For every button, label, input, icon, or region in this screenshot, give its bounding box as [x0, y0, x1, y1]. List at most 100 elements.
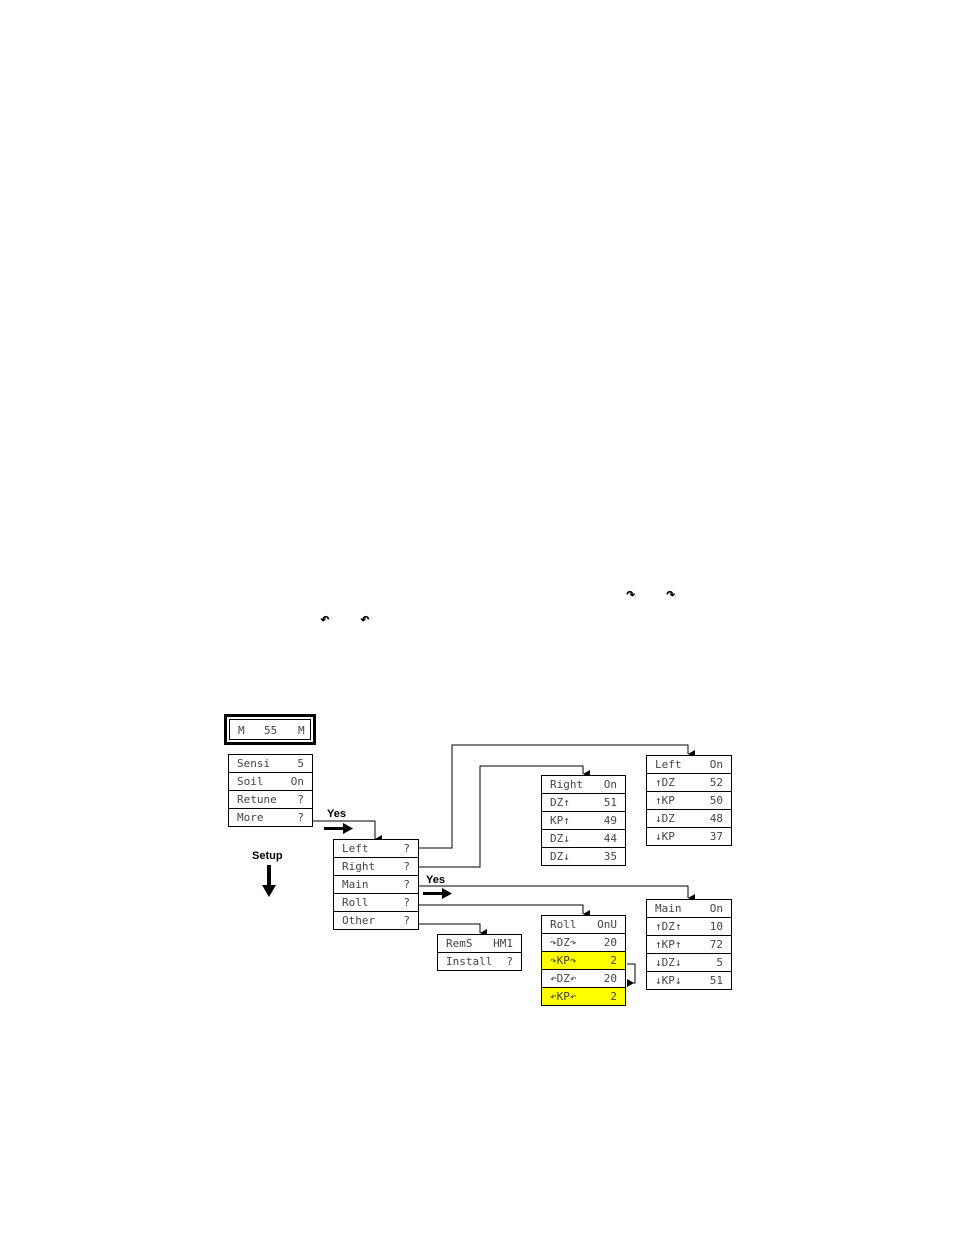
menu-row-value: ?	[403, 878, 410, 891]
menu-row-label: Main	[342, 878, 369, 891]
menu-row-label: ↑KP	[655, 794, 675, 807]
link-other	[419, 924, 480, 933]
menu-row-value: 49	[604, 814, 617, 827]
yes-arrow-2	[423, 888, 452, 899]
menu-row-value: OnU	[597, 918, 617, 931]
menu-row-label: RemS	[446, 937, 473, 950]
menu-row-label: ↑DZ	[655, 776, 675, 789]
menu-row-value: 50	[710, 794, 723, 807]
menu-row-label: Right	[342, 860, 375, 873]
menu-row-label: Right	[550, 778, 583, 791]
menu-row: ↷KP↷ 2	[541, 951, 626, 970]
menu-row-label: DZ↑	[550, 796, 570, 809]
menu-row-value: 51	[604, 796, 617, 809]
menu-row-value: ?	[506, 955, 513, 968]
menu-row-value: ?	[297, 793, 304, 806]
menu-row: Right On	[541, 775, 626, 794]
menu-row: ↷DZ↷20	[541, 933, 626, 952]
menu-row-value: 20	[604, 972, 617, 985]
yes-arrow-1	[324, 823, 353, 834]
menu-row-value: 5	[297, 757, 304, 770]
menu-row-label: Sensi	[237, 757, 270, 770]
menu-row: ↓KP 37	[646, 827, 732, 846]
menu-row-label: KP↑	[550, 814, 570, 827]
yes-label: Yes	[426, 874, 445, 886]
menu-row-value: 37	[710, 830, 723, 843]
menu-row-value: On	[604, 778, 617, 791]
main-menu: Sensi5SoilOnRetune?More?	[228, 754, 313, 827]
right-menu: Right OnDZ↑ 51KP↑ 49DZ↓44DZ↓ 35	[541, 775, 626, 866]
menu-row: Left?	[333, 839, 419, 858]
menu-row: Roll OnU	[541, 915, 626, 934]
menu-row-label: ↷KP↷	[550, 954, 577, 967]
menu-row: ↓DZ↓ 5	[646, 953, 732, 972]
setup-arrow	[262, 865, 276, 897]
menu-row-value: 2	[610, 990, 617, 1003]
menu-row: ↑KP 50	[646, 791, 732, 810]
menu-row-label: ↶KP↶	[550, 990, 577, 1003]
menu-row-value: 72	[710, 938, 723, 951]
menu-row-value: 52	[710, 776, 723, 789]
roll-menu: Roll OnU ↷DZ↷20 ↷KP↷ 2 ↶DZ↶ 20 ↶KP↶ 2	[541, 915, 626, 1006]
menu-row-value: 35	[604, 850, 617, 863]
menu-row-label: ↓DZ↓	[655, 956, 682, 969]
menu-row: Roll?	[333, 893, 419, 912]
menu-row-label: ↓KP↓	[655, 974, 682, 987]
display-right: M	[298, 724, 305, 737]
menu-row-value: 2	[610, 954, 617, 967]
menu-row-label: Roll	[342, 896, 369, 909]
menu-row: Main?	[333, 875, 419, 894]
menu-row: ↶DZ↶ 20	[541, 969, 626, 988]
link-roll-bracket	[627, 964, 635, 983]
menu-row-value: ?	[403, 914, 410, 927]
menu-row-label: Roll	[550, 918, 577, 931]
menu-row: Right?	[333, 857, 419, 876]
menu-row-label: ↑DZ↑	[655, 920, 682, 933]
menu-row-label: Main	[655, 902, 682, 915]
menu-row: ↓KP↓ 51	[646, 971, 732, 990]
menu-row-value: ?	[403, 842, 410, 855]
menu-row-value: 20	[604, 936, 617, 949]
menu-row: ↑DZ 52	[646, 773, 732, 792]
menu-row-label: ↓KP	[655, 830, 675, 843]
menu-row: DZ↑ 51	[541, 793, 626, 812]
menu-row-value: 10	[710, 920, 723, 933]
menu-row-value: 44	[604, 832, 617, 845]
yes-label: Yes	[327, 808, 346, 820]
menu-row-label: Soil	[237, 775, 264, 788]
menu-row: Sensi 5	[228, 754, 313, 773]
menu-row-label: Left	[655, 758, 682, 771]
menu-row-value: 51	[710, 974, 723, 987]
menu-row: DZ↓44	[541, 829, 626, 848]
menu-row-value: On	[291, 775, 304, 788]
menu-row-label: More	[237, 811, 264, 824]
menu-row-value: HM1	[493, 937, 513, 950]
display-center: 55	[264, 724, 277, 737]
menu-row: RemS HM1	[437, 934, 522, 953]
menu-row-value: ?	[403, 860, 410, 873]
link-main	[419, 886, 688, 898]
menu-row: Soil On	[228, 772, 313, 791]
menu-row-label: DZ↓	[550, 850, 570, 863]
link-roll	[419, 905, 583, 914]
menu-row: Other?	[333, 911, 419, 930]
menu-row: ↑KP↑72	[646, 935, 732, 954]
menu-row-value: 48	[710, 812, 723, 825]
display-screen: M 55 M	[229, 719, 311, 740]
menu-row-label: Other	[342, 914, 375, 927]
display-left: M	[238, 724, 245, 737]
menu-row: ↑DZ↑ 10	[646, 917, 732, 936]
menu-row-label: ↶DZ↶	[550, 972, 577, 985]
display-panel: M 55 M	[224, 714, 316, 745]
menu-row-value: ?	[403, 896, 410, 909]
menu-row-label: Left	[342, 842, 369, 855]
menu-row: MainOn	[646, 899, 732, 918]
menu-row: DZ↓ 35	[541, 847, 626, 866]
menu-row-value: 5	[716, 956, 723, 969]
